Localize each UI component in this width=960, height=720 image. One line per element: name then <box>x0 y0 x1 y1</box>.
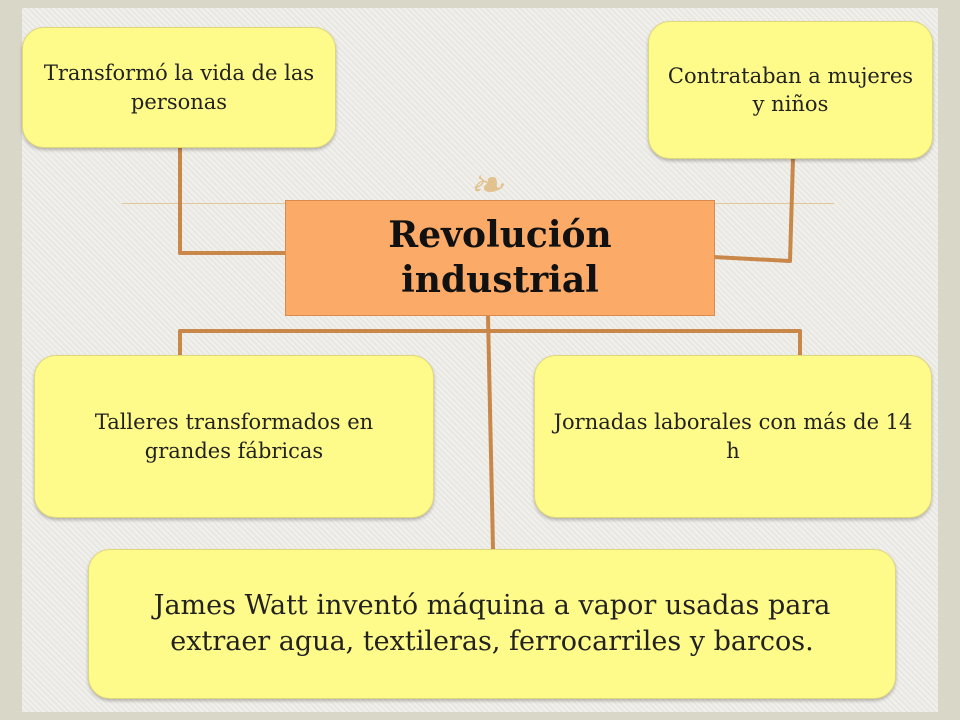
connector-bottom <box>486 315 495 550</box>
frame-right <box>938 0 960 720</box>
node-talleres: Talleres transformados en grandes fábric… <box>34 355 434 518</box>
connector-top-right <box>712 158 795 263</box>
node-label: Contrataban a mujeres y niños <box>667 63 914 116</box>
node-label: James Watt inventó máquina a vapor usada… <box>153 589 831 657</box>
frame-left <box>0 0 22 720</box>
node-james-watt: James Watt inventó máquina a vapor usada… <box>88 549 896 699</box>
frame-top <box>0 0 960 8</box>
node-jornadas: Jornadas laborales con más de 14 h <box>534 355 932 518</box>
node-transformo-vida: Transformó la vida de las personas <box>22 27 336 148</box>
node-label: Transformó la vida de las personas <box>43 61 315 114</box>
node-label: Talleres transformados en grandes fábric… <box>94 410 374 463</box>
frame-bottom <box>0 712 960 720</box>
central-topic-title: Revolución industrial <box>388 214 612 301</box>
node-contrataban: Contrataban a mujeres y niños <box>648 21 933 159</box>
central-topic: Revolución industrial <box>285 200 715 316</box>
node-label: Jornadas laborales con más de 14 h <box>553 410 913 463</box>
connector-top-left <box>178 148 290 255</box>
